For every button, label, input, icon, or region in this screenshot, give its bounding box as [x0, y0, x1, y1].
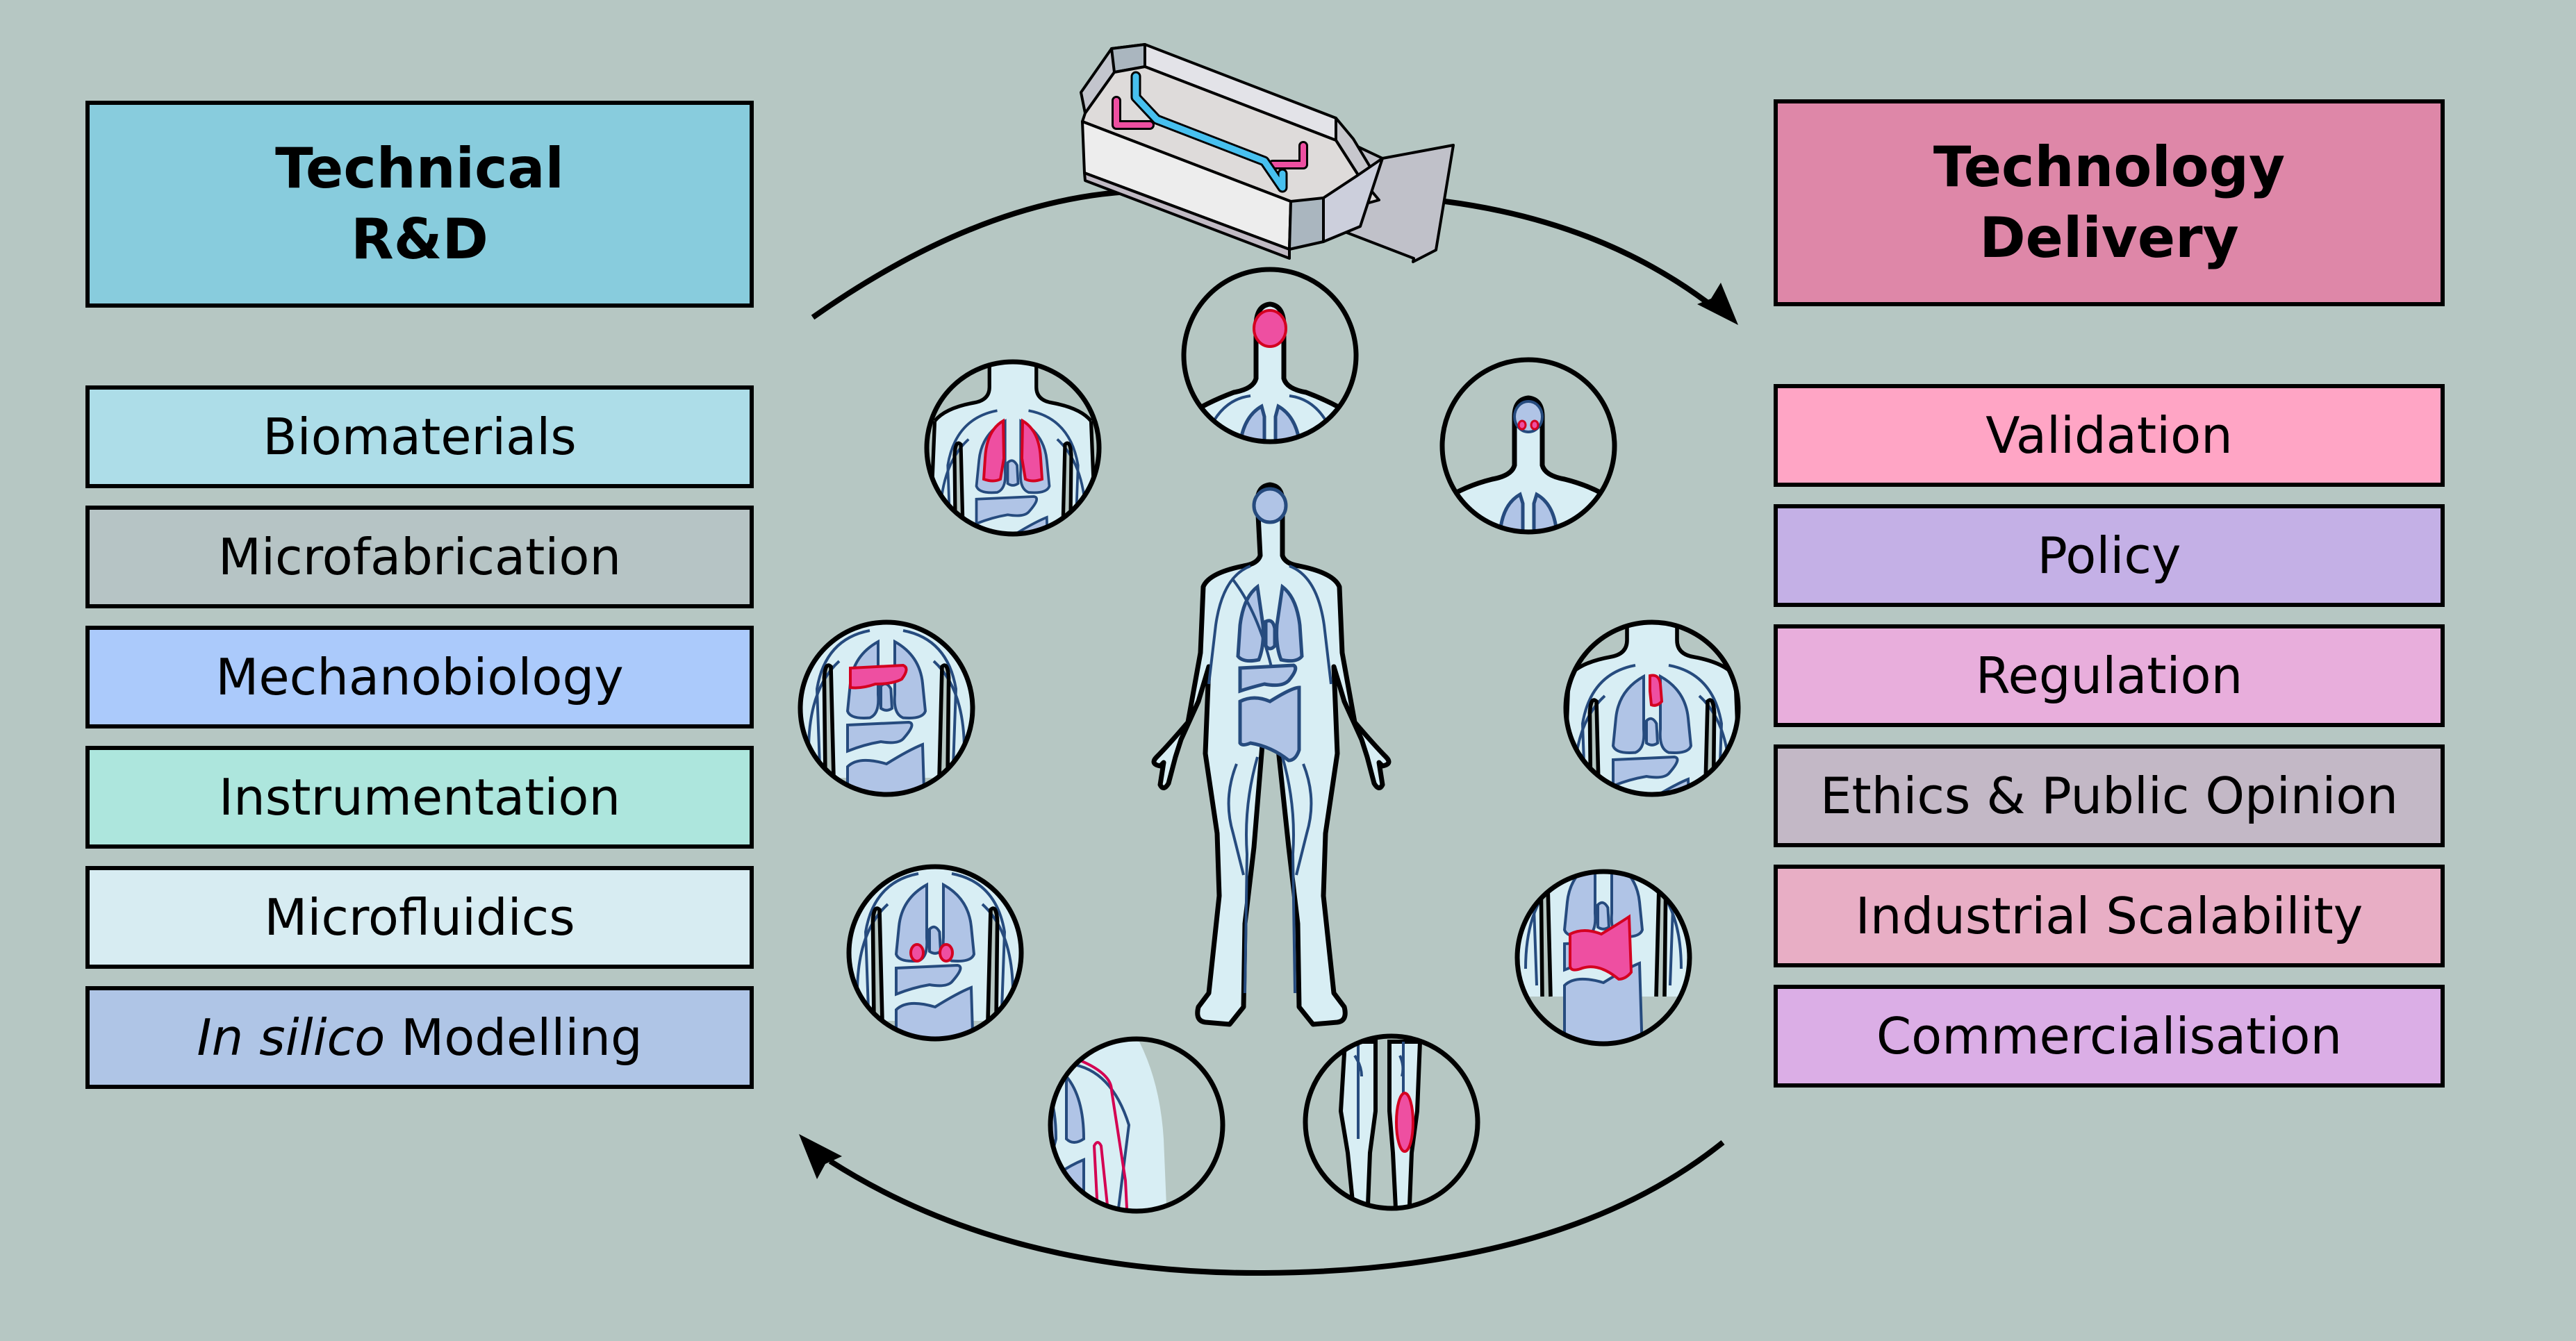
organ-inset-muscle-icon [1303, 1033, 1480, 1211]
item-label: Policy [2037, 526, 2181, 585]
item-label: In silico Modelling [197, 1008, 642, 1067]
rd-item-microfabrication: Microfabrication [85, 506, 754, 608]
organ-inset-lungs-icon [924, 359, 1102, 537]
item-label: Regulation [1975, 647, 2243, 705]
organ-inset-heart-icon [1563, 619, 1741, 797]
organ-inset-eyes-icon [1439, 357, 1617, 535]
technical-rd-header: Technical R&D [85, 101, 754, 308]
header-line-1: Technical [275, 136, 564, 201]
organ-inset-brain-icon [1181, 267, 1359, 444]
item-label: Biomaterials [263, 408, 577, 466]
item-label: Microfluidics [264, 888, 575, 947]
organ-inset-blood-vessel-icon [1048, 1036, 1225, 1214]
delivery-item-commercialisation: Commercialisation [1774, 985, 2445, 1088]
cycle-arrow-bottom [799, 1134, 1725, 1276]
delivery-item-ethics: Ethics & Public Opinion [1774, 744, 2445, 847]
organ-chip-device-icon [1080, 43, 1455, 263]
arrowhead-left-icon [799, 1134, 842, 1179]
header-line-2: Delivery [1979, 206, 2239, 270]
technology-delivery-header: Technology Delivery [1774, 99, 2445, 306]
delivery-item-policy: Policy [1774, 504, 2445, 607]
rd-item-in-silico-modelling: In silico Modelling [85, 986, 754, 1089]
rd-item-biomaterials: Biomaterials [85, 385, 754, 488]
header-line-1: Technology [1933, 135, 2286, 199]
item-label: Mechanobiology [215, 648, 624, 706]
delivery-item-regulation: Regulation [1774, 624, 2445, 727]
rd-item-microfluidics: Microfluidics [85, 866, 754, 969]
item-label: Validation [1985, 406, 2233, 465]
human-body-icon [1151, 482, 1392, 1027]
item-label-rest: Modelling [385, 1008, 643, 1067]
delivery-item-validation: Validation [1774, 384, 2445, 487]
item-label: Industrial Scalability [1855, 887, 2363, 945]
item-label: Microfabrication [217, 528, 622, 586]
delivery-item-industrial-scalability: Industrial Scalability [1774, 865, 2445, 967]
organ-inset-kidneys-icon [846, 864, 1024, 1042]
arrowhead-right-icon [1697, 283, 1738, 325]
item-label: Ethics & Public Opinion [1819, 767, 2399, 825]
rd-item-instrumentation: Instrumentation [85, 746, 754, 849]
rd-item-mechanobiology: Mechanobiology [85, 626, 754, 728]
header-line-2: R&D [351, 207, 488, 272]
organ-inset-liver-icon [798, 619, 975, 797]
item-label: Commercialisation [1876, 1007, 2343, 1065]
organ-inset-intestine-icon [1514, 869, 1692, 1047]
item-label: Instrumentation [218, 768, 621, 826]
item-label-italic: In silico [197, 1008, 386, 1067]
